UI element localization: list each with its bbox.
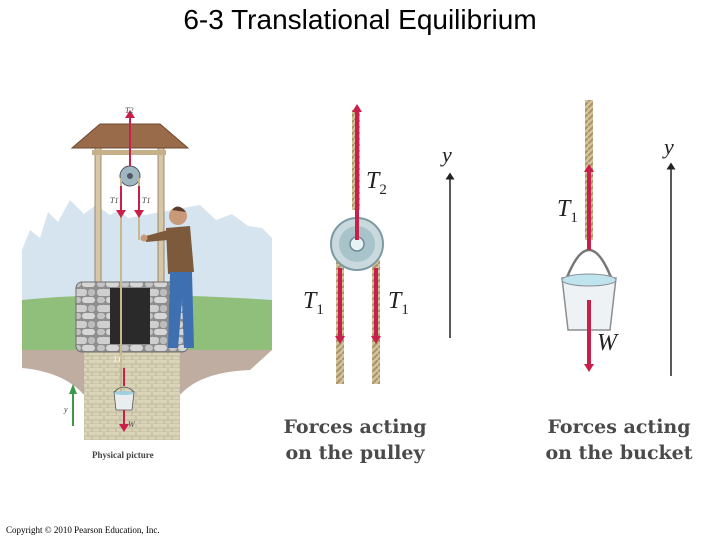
slide-title: 6-3 Translational Equilibrium [183, 4, 537, 35]
physical-picture-caption: Physical picture [92, 450, 154, 460]
pulley-free-body-diagram: y T2 T1 T1 [303, 104, 455, 384]
pulley-t2-label: T2 [366, 168, 387, 198]
copyright-notice: Copyright © 2010 Pearson Education, Inc. [6, 525, 160, 535]
bucket-t1-label: T1 [557, 196, 578, 226]
bucket-water [561, 273, 617, 287]
bucket-handle [564, 248, 614, 281]
y-label-small: y [63, 405, 68, 414]
bucket-caption-line1: Forces acting [547, 416, 691, 438]
bucket-y-axis-label: y [662, 134, 674, 159]
pulley-t1-left-label: T1 [303, 288, 324, 318]
pulley-y-axis-label: y [440, 142, 452, 167]
t1-label-small-left: T1 [110, 196, 118, 205]
pulley-t1-right-label: T1 [388, 288, 409, 318]
roof-post-left [94, 147, 102, 289]
man-figure [140, 206, 194, 348]
physical-picture: T2 T1 T1 T1 W y [22, 106, 272, 440]
bucket-caption: Forces acting on the bucket [534, 414, 704, 466]
t1-label-small-bucket: T1 [113, 355, 121, 364]
bucket-w-label: W [597, 330, 619, 356]
pulley-caption-line1: Forces acting [283, 416, 427, 438]
well-opening [110, 288, 150, 344]
pulley-caption: Forces acting on the pulley [270, 414, 440, 466]
w-label-small: W [128, 420, 136, 429]
t2-label-small: T2 [125, 106, 133, 115]
bucket-caption-line2: on the bucket [545, 442, 693, 464]
pulley-caption-line2: on the pulley [285, 442, 425, 464]
t1-label-small-right: T1 [142, 196, 150, 205]
roof-post-right [157, 147, 165, 289]
bucket-free-body-diagram: y T1 W [557, 100, 676, 376]
